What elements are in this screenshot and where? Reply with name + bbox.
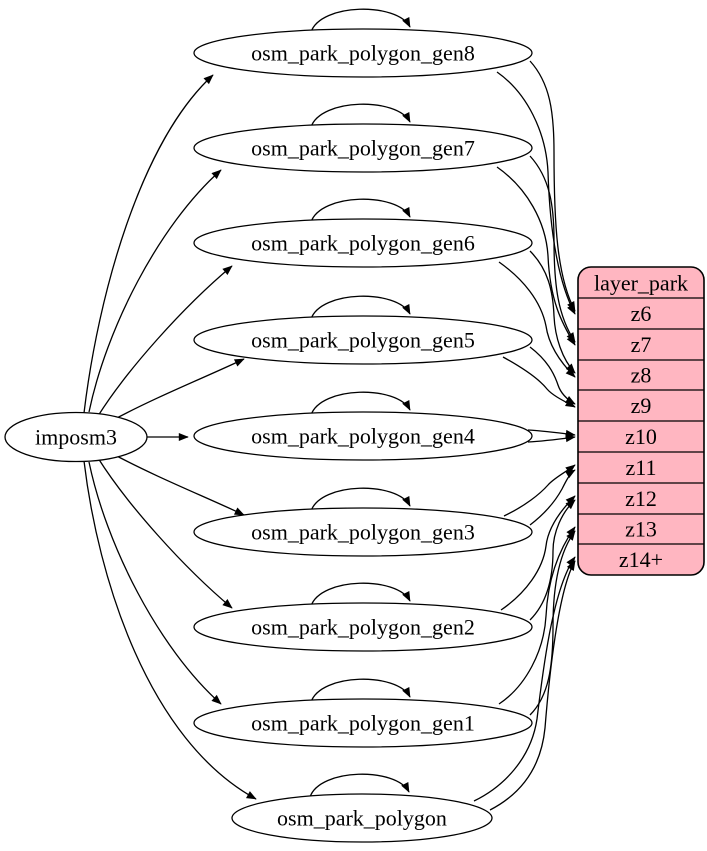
edge-gen8-to-z6-a (529, 60, 576, 312)
row-z13: z13 (625, 517, 657, 542)
edge-gen2-to-z12-b (500, 495, 576, 611)
selfloop-gen1 (310, 678, 411, 703)
edges-to-layer-rows (473, 60, 576, 811)
edge-gen4-to-z10-a (527, 429, 576, 438)
imposm3-label: imposm3 (35, 425, 117, 450)
self-loops (309, 8, 411, 798)
imposm3-ellipse (4, 411, 148, 463)
gen6-label: osm_park_polygon_gen6 (251, 231, 475, 256)
polygon-label: osm_park_polygon (277, 806, 447, 831)
row-z12: z12 (625, 486, 657, 511)
gen3-label: osm_park_polygon_gen3 (251, 520, 475, 545)
gen6-ellipse (193, 218, 533, 268)
selfloop-polygon (309, 773, 410, 798)
row-z6: z6 (631, 301, 652, 326)
selfloop-gen2 (310, 582, 411, 607)
gen5-ellipse (193, 315, 533, 365)
gen3-ellipse (193, 507, 533, 557)
selfloop-gen7 (310, 103, 411, 128)
edge-imposm3-to-gen8 (83, 74, 214, 414)
gen4-ellipse (193, 411, 533, 461)
edge-gen1-to-z13-b (498, 526, 576, 705)
edge-gen7-to-z7-b (496, 166, 576, 346)
gen1-ellipse (193, 698, 533, 748)
node-osm-park-polygon: osm_park_polygon (231, 793, 493, 843)
gen8-label: osm_park_polygon_gen8 (251, 41, 475, 66)
edge-gen4-to-z10-b (527, 434, 576, 443)
gen2-label: osm_park_polygon_gen2 (251, 615, 475, 640)
edge-imposm3-to-gen2 (97, 457, 233, 609)
layer-park-table: layer_park z6 z7 z8 z9 z10 z11 z12 z13 z… (577, 266, 705, 576)
selfloop-gen6 (310, 198, 411, 223)
row-z9: z9 (631, 393, 652, 418)
gen7-label: osm_park_polygon_gen7 (251, 136, 475, 161)
row-z7: z7 (631, 332, 652, 357)
edge-gen2-to-z12-a (529, 499, 576, 621)
node-osm-park-polygon-gen1: osm_park_polygon_gen1 (193, 698, 533, 748)
gen8-ellipse (193, 28, 533, 78)
edge-imposm3-to-polygon (83, 460, 257, 800)
edge-imposm3-to-gen7 (88, 169, 222, 413)
gen7-ellipse (193, 123, 533, 173)
gen2-ellipse (193, 602, 533, 652)
node-osm-park-polygon-gen4: osm_park_polygon_gen4 (193, 411, 533, 461)
gen4-label: osm_park_polygon_gen4 (251, 424, 475, 449)
node-osm-park-polygon-gen6: osm_park_polygon_gen6 (193, 218, 533, 268)
edge-polygon-to-z14-b (473, 556, 576, 802)
edge-gen7-to-z7-a (529, 155, 576, 343)
node-osm-park-polygon-gen3: osm_park_polygon_gen3 (193, 507, 533, 557)
edge-gen3-to-z11-a (529, 469, 576, 526)
edge-imposm3-to-gen1 (88, 461, 222, 705)
selfloop-gen4 (310, 391, 411, 416)
layer-park-header: layer_park (594, 271, 688, 296)
row-z14plus: z14+ (619, 547, 663, 572)
node-imposm3: imposm3 (4, 411, 148, 463)
edge-gen8-to-z6-b (496, 71, 576, 315)
edge-imposm3-to-gen3 (112, 453, 245, 516)
edges-from-source (83, 74, 257, 800)
gen1-label: osm_park_polygon_gen1 (251, 711, 475, 736)
node-osm-park-polygon-gen2: osm_park_polygon_gen2 (193, 602, 533, 652)
gen5-label: osm_park_polygon_gen5 (251, 328, 475, 353)
edge-polygon-to-z14-a (489, 560, 576, 811)
edge-gen3-to-z11-b (503, 464, 576, 517)
edge-gen5-to-z9-b (502, 356, 576, 408)
selfloop-gen3 (310, 487, 411, 512)
selfloop-gen5 (310, 295, 411, 320)
selfloop-gen8 (310, 8, 411, 33)
edge-imposm3-to-gen5 (112, 358, 245, 421)
node-osm-park-polygon-gen7: osm_park_polygon_gen7 (193, 123, 533, 173)
node-osm-park-polygon-gen8: osm_park_polygon_gen8 (193, 28, 533, 78)
row-z11: z11 (626, 455, 657, 480)
edge-imposm3-to-gen6 (97, 265, 233, 417)
row-z10: z10 (625, 424, 657, 449)
row-z8: z8 (631, 363, 652, 388)
polygon-ellipse (231, 793, 493, 843)
node-osm-park-polygon-gen5: osm_park_polygon_gen5 (193, 315, 533, 365)
edge-gen6-to-z8-a (529, 250, 576, 374)
edge-gen5-to-z9-a (529, 346, 576, 405)
edge-gen6-to-z8-b (498, 261, 576, 378)
edge-gen1-to-z13-a (529, 530, 576, 716)
